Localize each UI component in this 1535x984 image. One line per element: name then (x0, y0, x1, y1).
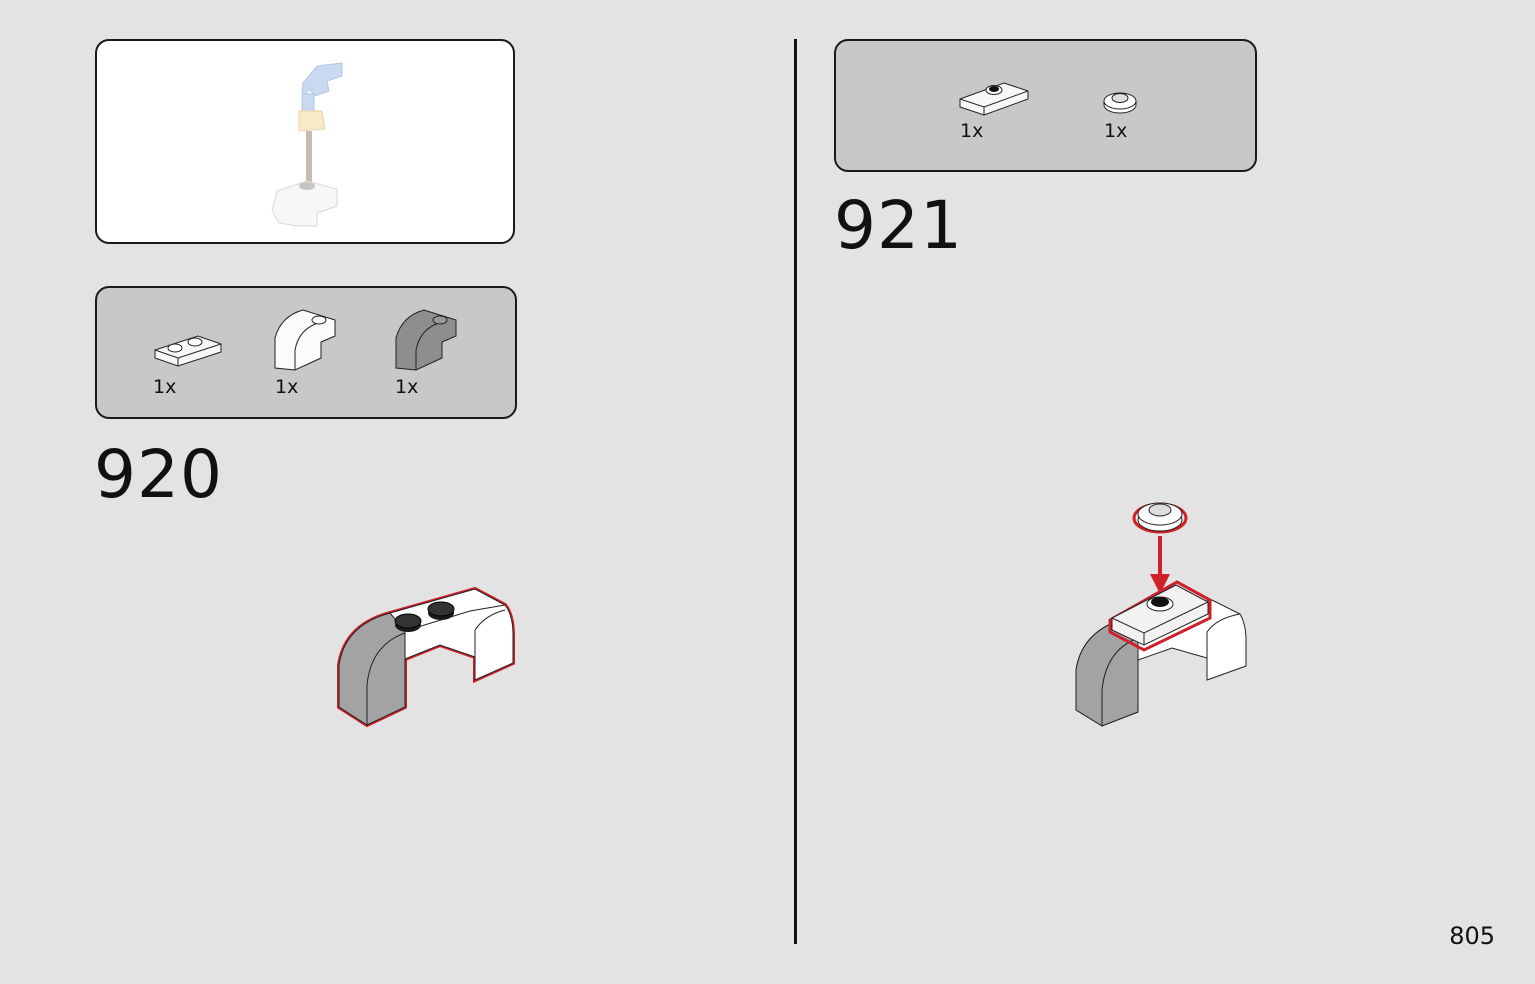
step-number-921: 921 (834, 187, 963, 264)
part-qty: 1x (153, 376, 177, 398)
page-divider (794, 39, 797, 944)
part-qty: 1x (960, 120, 984, 142)
model-preview-icon (271, 62, 343, 227)
page-number: 805 (1449, 922, 1495, 950)
step-920-model-icon (337, 586, 515, 728)
jumper-plate-white-icon (959, 82, 1029, 116)
round-plate-white-icon (1103, 92, 1137, 114)
part-qty: 1x (395, 376, 419, 398)
part-qty: 1x (1104, 120, 1128, 142)
step-921-model-icon (1075, 502, 1247, 727)
step-number-920: 920 (94, 436, 223, 513)
model-preview-box (95, 39, 515, 244)
part-qty: 1x (275, 376, 299, 398)
plate-1x2-white-icon (154, 335, 222, 367)
parts-list-921: 1x 1x (834, 39, 1257, 172)
curved-slope-white-icon (274, 309, 336, 371)
curved-slope-grey-icon (395, 309, 457, 371)
parts-list-920: 1x 1x 1x (95, 286, 517, 419)
